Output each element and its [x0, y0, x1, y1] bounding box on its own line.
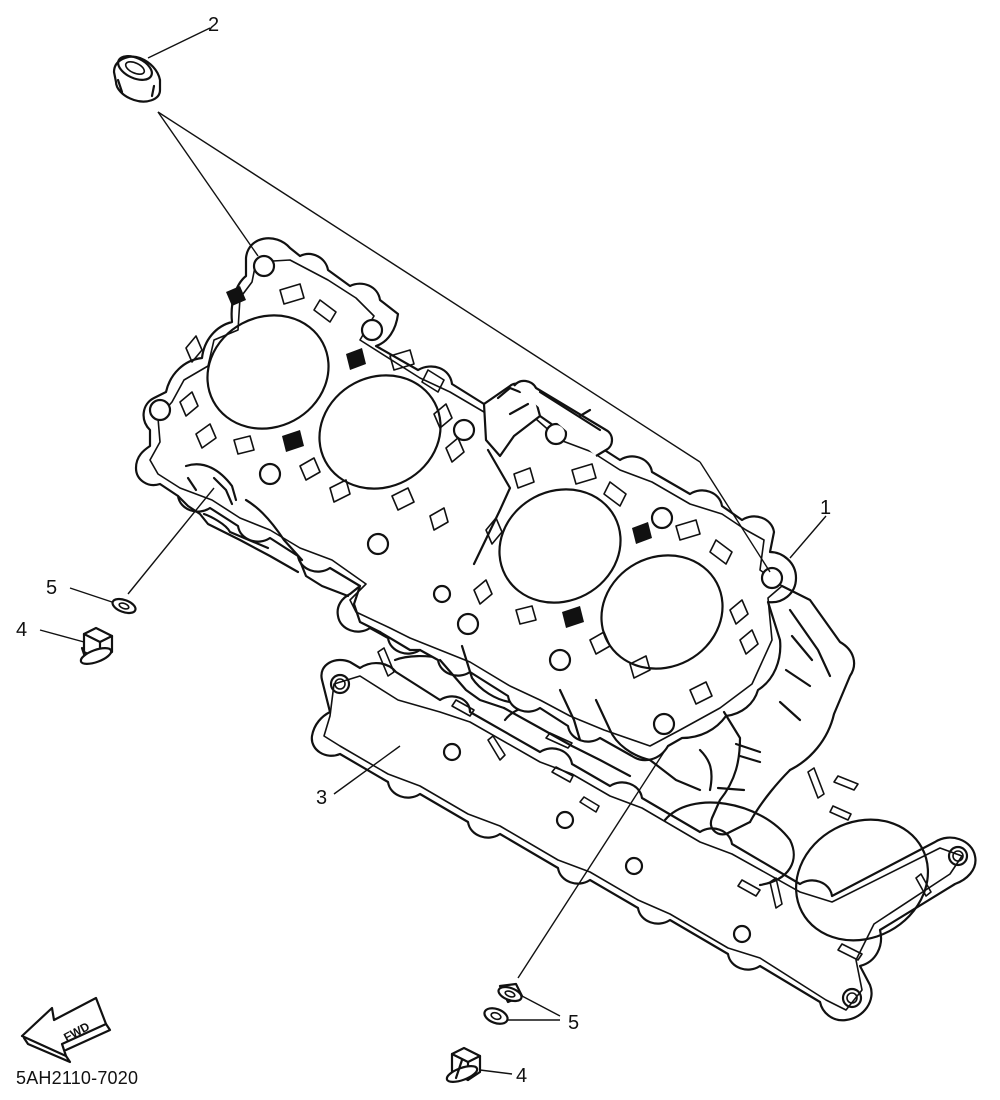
cylinder-block[interactable] [134, 237, 856, 836]
callout-3: 3 [316, 787, 328, 809]
drawing-code: 5AH2110-7020 [16, 1068, 139, 1088]
callout-5-left: 5 [46, 577, 58, 599]
forward-arrow-icon: FWD [20, 996, 112, 1064]
leader-lines [39, 27, 827, 1075]
callout-4-left: 4 [16, 619, 28, 641]
callout-1: 1 [820, 497, 832, 519]
washer-left[interactable] [111, 596, 138, 615]
dowel-pin[interactable] [112, 51, 162, 103]
callout-2: 2 [208, 14, 220, 36]
callout-5-right: 5 [568, 1012, 580, 1034]
bolt-left[interactable] [79, 626, 114, 667]
callout-4-right: 4 [516, 1065, 528, 1087]
bolt-right[interactable] [445, 1046, 482, 1085]
washer-right-upper[interactable] [497, 982, 524, 1004]
washer-right-lower[interactable] [482, 1005, 509, 1026]
